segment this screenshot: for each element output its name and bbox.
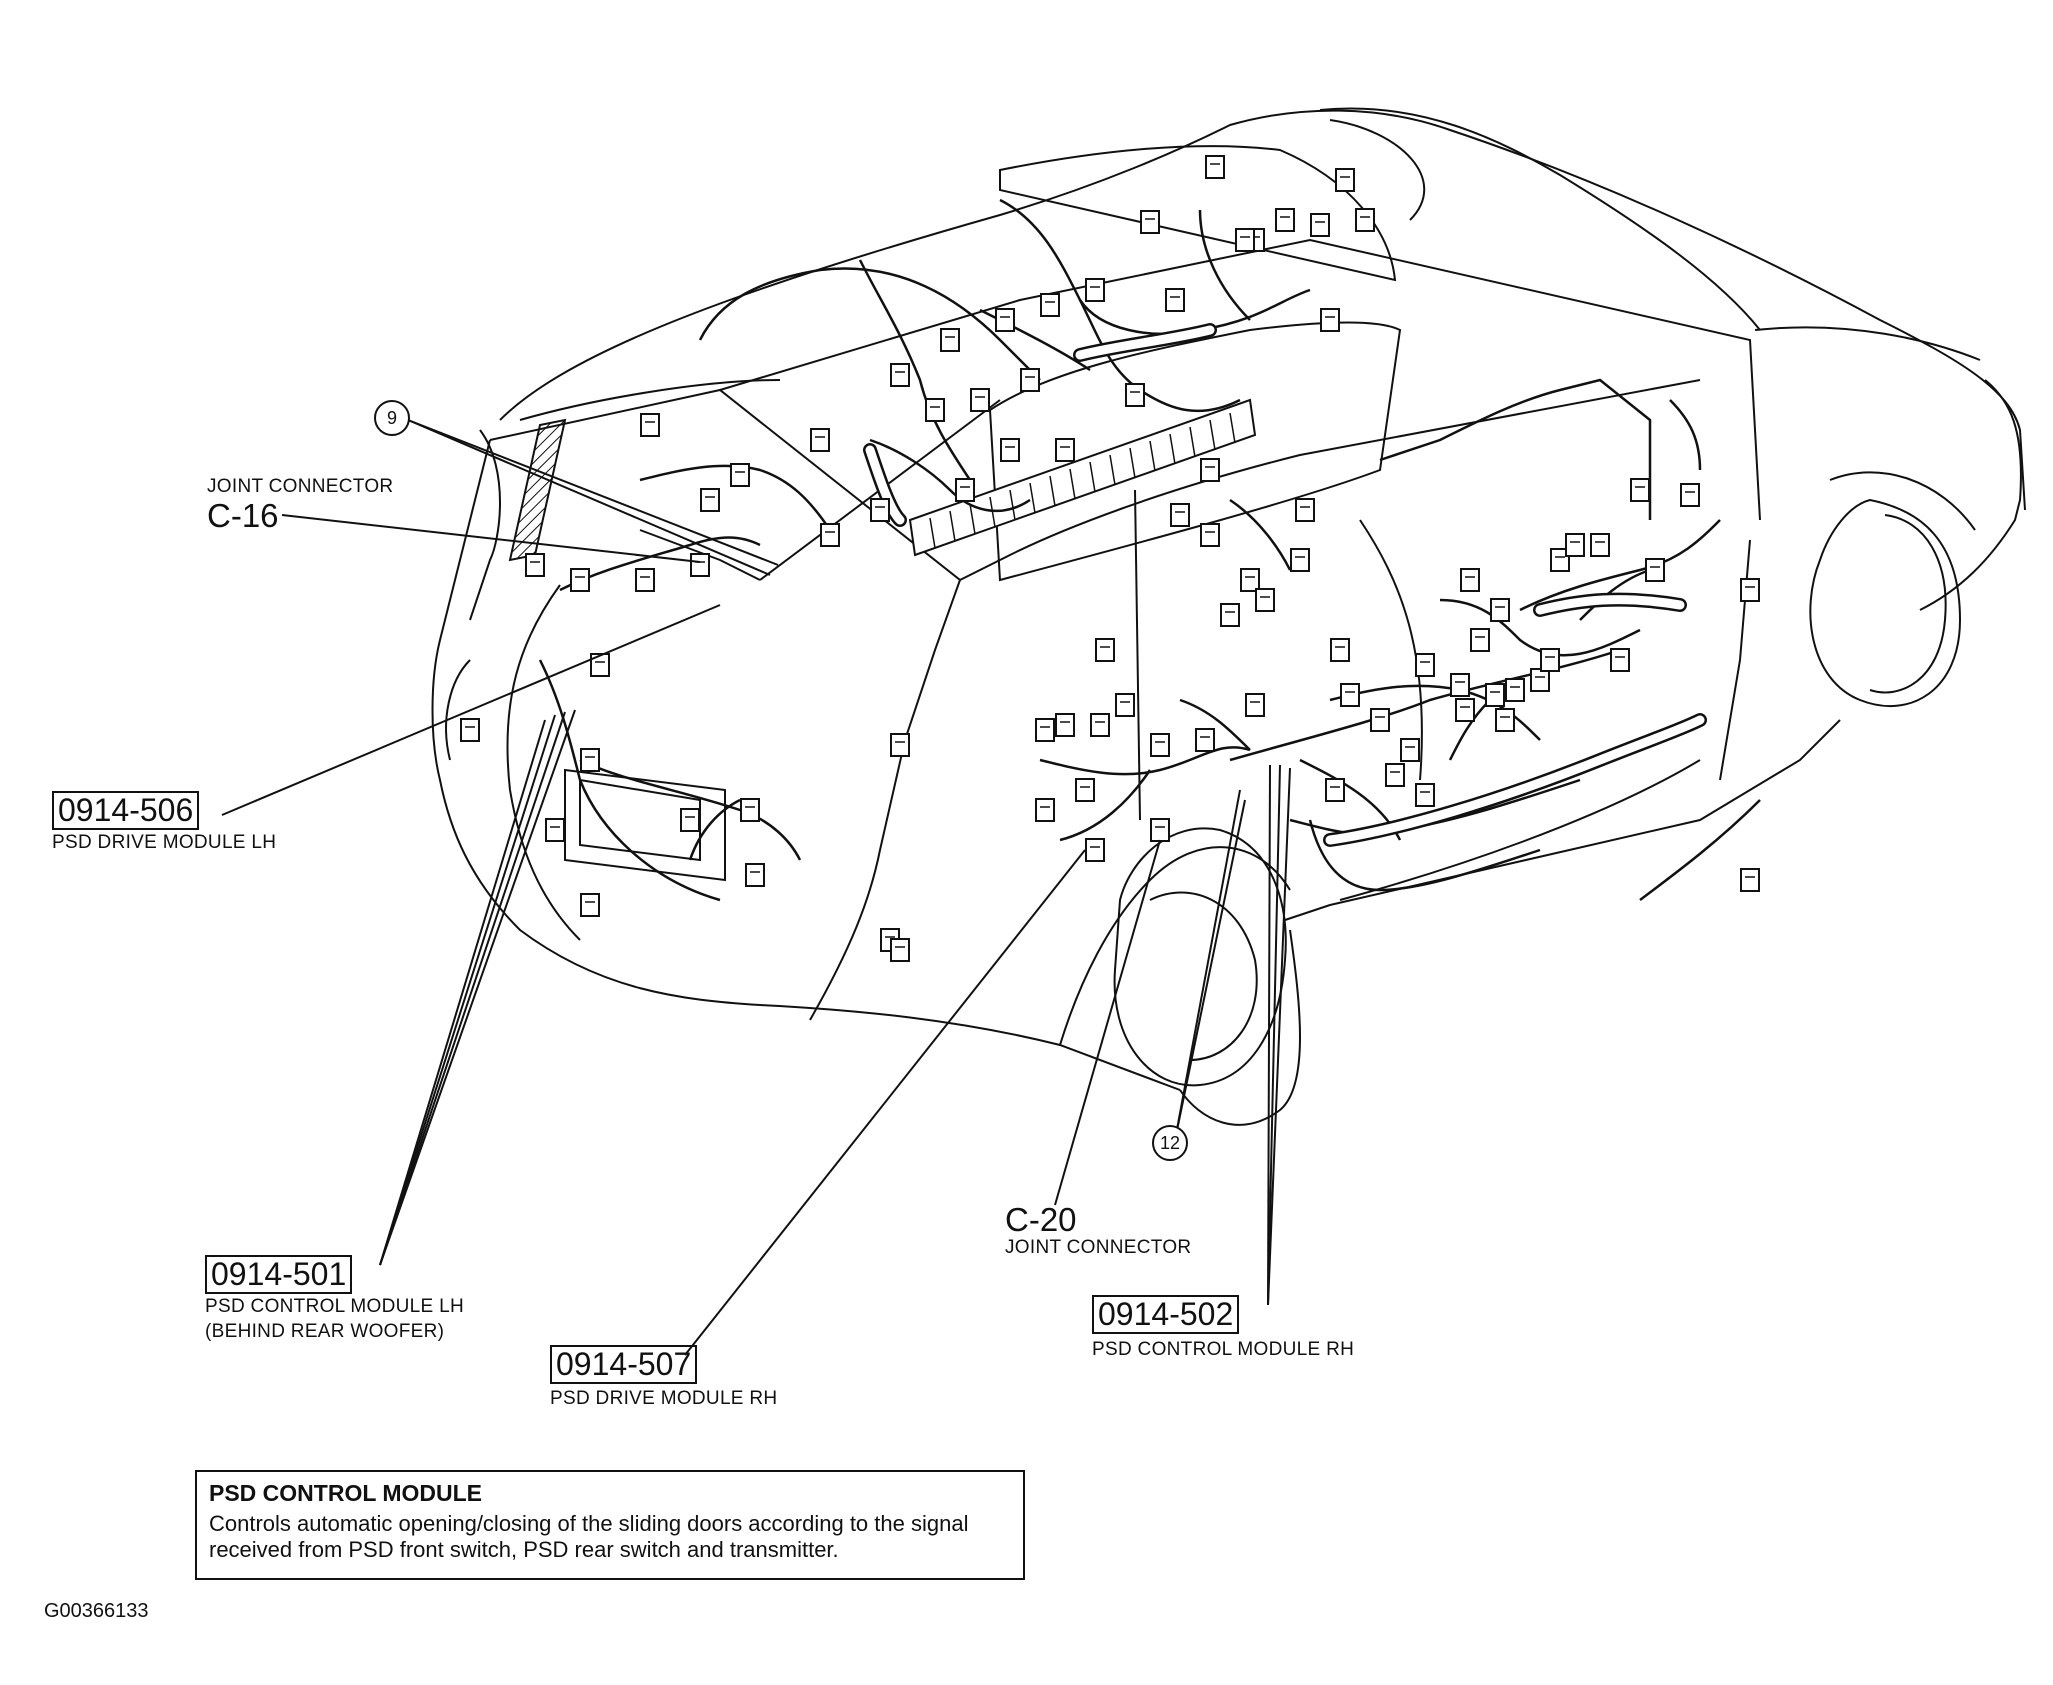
roof-strip [908,398,1257,557]
part-0914-502-desc: PSD CONTROL MODULE RH [1092,1339,1355,1360]
part-0914-507-desc: PSD DRIVE MODULE RH [550,1388,778,1409]
part-0914-506-code: 0914-506 [52,791,200,830]
c20-joint-connector-label: JOINT CONNECTOR [1005,1237,1192,1258]
leader-lines [221,419,1291,1356]
callout-9: 9 [374,400,410,436]
c20-code-label: C-20 [1005,1201,1077,1238]
description-box: PSD CONTROL MODULE Controls automatic op… [195,1470,1025,1580]
description-title: PSD CONTROL MODULE [209,1480,483,1506]
c16-code-label: C-16 [207,497,279,534]
description-text: Controls automatic opening/closing of th… [209,1511,969,1563]
part-0914-506-desc: PSD DRIVE MODULE LH [52,832,277,853]
hatched-panel [508,418,567,562]
part-0914-501-desc-2: (BEHIND REAR WOOFER) [205,1321,445,1342]
part-0914-501-desc: PSD CONTROL MODULE LH [205,1296,464,1317]
c16-joint-connector-label: JOINT CONNECTOR [207,476,394,497]
part-0914-507-code: 0914-507 [550,1345,698,1384]
figure-id: G00366133 [44,1600,149,1622]
wiring-harness [538,198,1761,902]
harness-bundles-inner [865,325,1705,845]
part-0914-501-code: 0914-501 [205,1255,353,1294]
connectors [460,155,1760,962]
part-0914-502-code: 0914-502 [1092,1295,1240,1334]
callout-12: 12 [1152,1125,1188,1161]
